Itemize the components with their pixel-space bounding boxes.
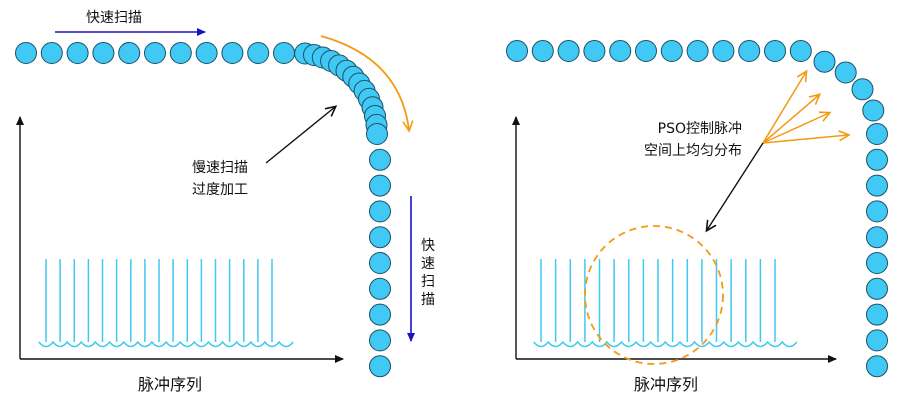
scan-dot [531,40,554,62]
scan-dot [92,42,115,64]
scan-dot [273,42,295,64]
scan-dot [40,42,63,64]
scan-dot [834,61,857,84]
scan-dot [866,277,888,300]
pulse-spikes [533,259,798,348]
scan-dot [866,200,888,223]
slow-scan-curve-arrow [320,35,409,130]
scan-dot [866,123,888,145]
scan-dot [712,40,735,62]
fast-scan-label-right-2: 速 [421,256,435,272]
scan-dot [866,329,888,352]
scan-dot [169,42,192,64]
fast-scan-label-top: 快速扫描 [86,10,142,26]
scan-dot [764,40,786,62]
right-panel: PSO控制脉冲 空间上均匀分布 脉冲序列 [506,40,888,394]
left-panel: 快速扫描 慢速扫描 过度加工 快 速 扫 描 脉冲序列 [15,10,435,394]
scan-dot [866,174,888,197]
scan-dot [862,99,885,122]
right-dot-path [506,40,888,378]
scan-dot [369,226,391,249]
pso-label: PSO控制脉冲 [658,121,742,137]
fast-scan-label-right-3: 扫 [421,274,435,290]
pso-pointer-arrow [707,142,764,230]
uniform-distribution-label: 空间上均匀分布 [644,143,742,159]
left-pulse-train [38,259,294,348]
pso-arrow-4 [762,135,848,144]
scan-dot [195,42,218,64]
pso-arrow-3 [762,113,829,144]
scan-dot [866,303,888,326]
scan-dot [851,78,874,101]
scan-dot [866,355,888,378]
right-pulse-train [533,259,798,348]
scan-dot [583,40,606,62]
pso-arrow-2 [762,95,819,144]
left-dot-path [15,42,391,378]
scan-dot [369,277,391,300]
pso-arrow-1 [762,72,806,144]
scan-dot [118,42,141,64]
highlight-dashed-circle [584,225,724,365]
pulse-sequence-label-right: 脉冲序列 [634,375,698,394]
scan-dot [369,148,391,171]
scan-dot [609,40,632,62]
pulse-spikes [38,259,294,348]
scan-dot [369,174,391,197]
scan-dot [221,42,244,64]
scan-dot [369,303,391,326]
scan-dot [866,252,888,274]
scan-dot [686,40,709,62]
fast-scan-label-right-4: 描 [421,292,435,308]
scan-dot [506,40,528,62]
scan-dot [813,50,836,73]
scan-dot [866,226,888,249]
overprocess-label: 过度加工 [192,182,248,198]
scan-dot [369,329,391,352]
slow-scan-label: 慢速扫描 [192,159,248,176]
scan-dot [635,40,657,62]
scan-dot [15,42,37,64]
scan-dot [660,40,683,62]
pso-arrows [762,72,848,144]
fast-scan-label-right-1: 快 [421,238,435,254]
scan-dot [866,148,888,171]
scan-dot [247,42,270,64]
scan-dot [789,40,812,62]
scan-dot [144,42,166,64]
scan-dot [738,40,761,62]
pulse-sequence-label-left: 脉冲序列 [138,375,202,394]
scan-dot [369,200,391,223]
scan-dot [369,252,391,274]
scan-dot [366,123,388,145]
slow-scan-pointer-arrow [265,107,335,164]
scan-dot [66,42,89,64]
scan-dot [557,40,580,62]
scan-dot [369,355,391,378]
